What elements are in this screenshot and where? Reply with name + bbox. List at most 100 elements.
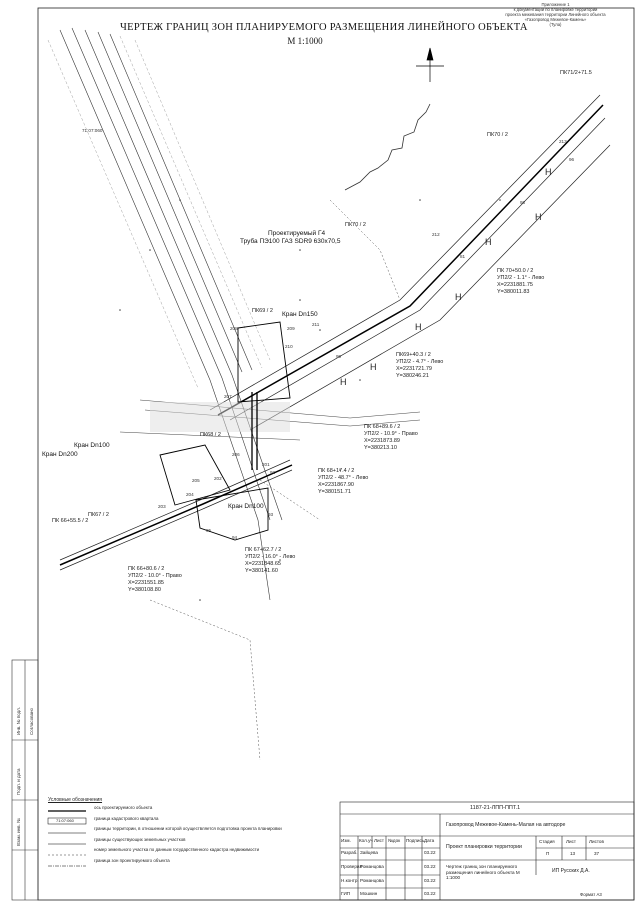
valve-label: Кран Dn100 — [228, 503, 264, 510]
appendix-line: проекта межевания территории Линейного о… — [505, 12, 606, 17]
point-number: 205 — [192, 478, 200, 483]
col-header: Кол.уч — [359, 838, 373, 843]
role-date: 03.22 — [424, 878, 436, 883]
coord-x: X=2231848.65 — [245, 561, 281, 567]
point-number: 99 — [336, 354, 342, 359]
point-number: 212 — [432, 232, 440, 237]
point-number: 94 — [232, 535, 238, 540]
pk-label: ПК 68+89.6 / 2 — [364, 424, 401, 430]
coord-y: Y=380141.60 — [245, 568, 278, 574]
pk-label: ПК69+40.3 / 2 — [396, 352, 431, 358]
stage-value: П — [546, 851, 550, 856]
pk-label: ПК 67+62.7 / 2 — [245, 547, 282, 553]
role-label: Проверил — [341, 864, 363, 869]
project-name: Газопровод Межевое-Камень-Малая на автод… — [446, 822, 566, 828]
point-number: 204 — [186, 492, 194, 497]
pk-label: ПК69 / 2 — [252, 308, 273, 314]
sheets-value: 37 — [594, 851, 600, 856]
pk-label: ПК71/2+71.5 — [560, 70, 592, 76]
legend-text: ось проектируемого объекта — [94, 805, 153, 810]
strip-label: Согласовано — [29, 707, 34, 735]
project-label: Проектируемый Г4 — [268, 230, 326, 237]
legend-text: граница кадастрового квартала — [94, 815, 159, 821]
col-header: Дата — [424, 838, 435, 843]
appendix-line: Приложение 1 — [541, 2, 570, 7]
legend-text: номер земельного участка по данным госуд… — [94, 847, 260, 852]
legend-text: границы территории, в отношении которой … — [94, 826, 282, 831]
pk-label: ПК 66+55.5 / 2 — [52, 518, 89, 524]
point-number: 92 — [270, 470, 276, 475]
coord-x: X=2231551.85 — [128, 580, 164, 586]
angle-label: УП2/2 - 4.7° - Лево — [396, 359, 444, 365]
sheet-name: Чертеж границ зон планируемого размещени… — [446, 864, 520, 880]
point-number: 81 — [460, 254, 466, 259]
legend-text: граница зон проектируемого объекта — [94, 857, 170, 863]
role-name: Мошкин — [360, 891, 378, 896]
role-date: 03.22 — [424, 864, 436, 869]
svg-text:H: H — [415, 322, 422, 332]
svg-text:H: H — [545, 167, 552, 177]
role-label: Разраб. — [341, 850, 358, 855]
point-number: 201 — [262, 462, 270, 467]
coord-x: X=2231867.90 — [318, 482, 354, 488]
appendix-line: «Газопровод Межевое-Камень» — [524, 17, 587, 22]
role-name: Романцова — [360, 878, 384, 883]
point-number: 93 — [268, 512, 274, 517]
legend: Условные обозначения ось проектируемого … — [48, 797, 288, 869]
point-number: 209 — [287, 326, 295, 331]
strip-label: Взам. инв. № — [16, 818, 21, 846]
section-name: Проект планировки территории — [446, 844, 522, 850]
angle-label: УП2/2 - 48.7° - Лево — [318, 475, 369, 481]
organization: ИП Русских Д.А. — [552, 868, 590, 874]
legend-item: границы территории, в отношении которой … — [48, 826, 288, 838]
col-header: №док — [388, 838, 401, 843]
coord-y: Y=380151.71 — [318, 489, 351, 495]
legend-text: границы существующих земельных участков — [94, 836, 186, 842]
doc-code: 1187-21-ЛПП-ППТ.1 — [470, 805, 521, 811]
drawing-title: ЧЕРТЕЖ ГРАНИЦ ЗОН ПЛАНИРУЕМОГО РАЗМЕЩЕНИ… — [120, 22, 528, 33]
coord-y: Y=380011.83 — [497, 289, 530, 295]
drawing-scale: М 1:1000 — [287, 36, 323, 46]
valve-label: Кран Dn100 — [74, 442, 110, 449]
stage-label: Стадия — [539, 839, 555, 844]
point-number: 98 — [520, 200, 526, 205]
strip-label: Подп. и дата — [16, 768, 21, 795]
pk-label: ПК68 / 2 — [200, 432, 221, 438]
point-number: 211 — [312, 322, 320, 327]
valve-label: Кран Dn150 — [282, 311, 318, 318]
role-name: Романцова — [360, 864, 384, 869]
pipe-label: Труба ПЭ100 ГАЗ SDR9 630x70,5 — [240, 238, 341, 245]
sheets-label: Листов — [589, 839, 604, 844]
coord-x: X=2231873.89 — [364, 438, 400, 444]
pk-label: ПК 66+80.6 / 2 — [128, 566, 165, 572]
pk-label: ПК 68+17.4 / 2 — [318, 468, 355, 474]
coord-x: X=2231881.75 — [497, 282, 533, 288]
sheet-label: Лист — [566, 839, 576, 844]
legend-title: Условные обозначения — [48, 797, 103, 803]
svg-text:H: H — [485, 237, 492, 247]
angle-label: УП2/2 - 1.1° - Лево — [497, 275, 545, 281]
role-label: ГИП — [341, 891, 351, 896]
paper-format: Формат А3 — [580, 892, 602, 897]
point-number: 96 — [569, 157, 575, 162]
point-number: 213 — [559, 139, 567, 144]
coord-y: Y=380213.10 — [364, 445, 397, 451]
legend-item: ось проектируемого объекта — [48, 805, 288, 817]
point-number: 95 — [206, 528, 212, 533]
appendix-line: к документации по планировке территории — [513, 7, 598, 12]
valve-label: Кран Dn200 — [42, 451, 78, 458]
svg-text:H: H — [370, 362, 377, 372]
pk-label: ПК67 / 2 — [88, 512, 109, 518]
legend-item: граница зон проектируемого объекта — [48, 857, 288, 870]
legend-code: 71:07:060 — [56, 817, 74, 823]
sheet-value: 13 — [570, 851, 576, 856]
coord-y: Y=380108.80 — [128, 587, 161, 593]
svg-text:H: H — [535, 212, 542, 222]
angle-label: УП2/2 - 16.0° - Лево — [245, 554, 296, 560]
angle-label: УП2/2 - 10.9° - Право — [364, 431, 418, 437]
point-number: 207 — [224, 394, 232, 399]
col-header: Лист — [374, 838, 384, 843]
point-number: 202 — [214, 476, 222, 481]
